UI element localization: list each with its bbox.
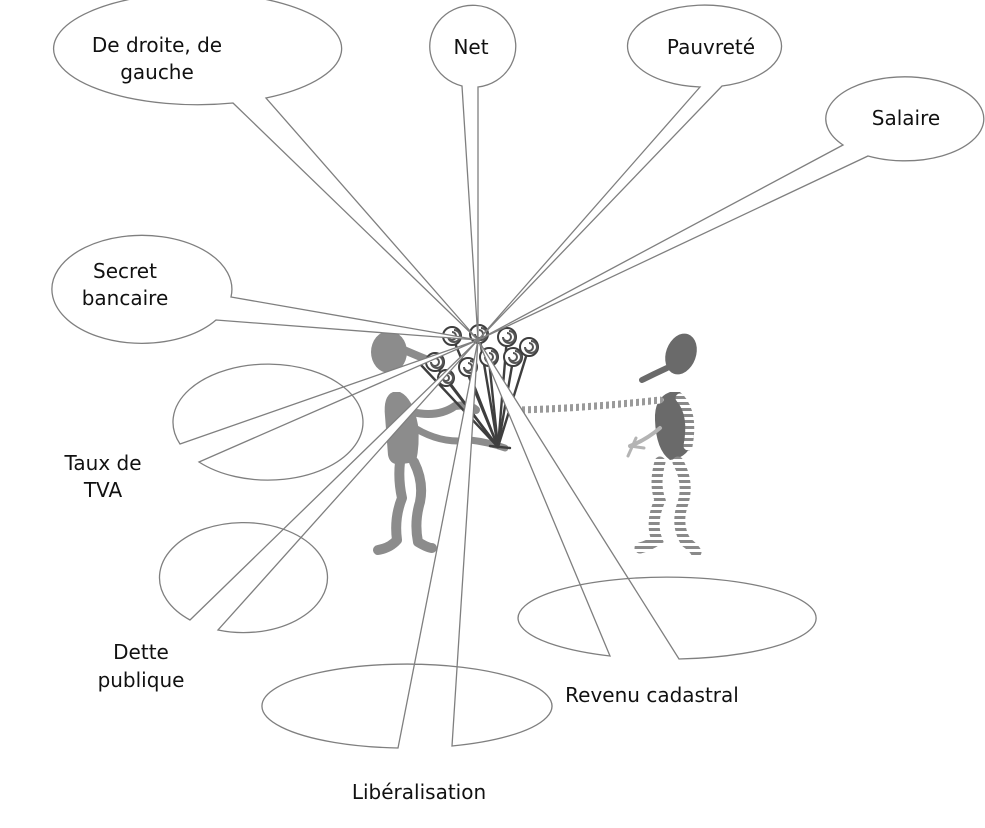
giver-right-leg: [409, 457, 437, 553]
bouquet-stem: [419, 363, 500, 449]
bubble-shape: [158, 339, 479, 634]
receiver-link: [516, 396, 664, 414]
bubble-label: De droite, de: [92, 33, 222, 57]
bubble-revenu-cadastral: Revenu cadastral: [477, 339, 817, 707]
flower: [519, 337, 539, 357]
receiver-hand: [626, 436, 646, 458]
bubble-label: Taux de: [63, 451, 141, 475]
bubble-shape: [477, 339, 817, 660]
bubble-label: Dette: [113, 640, 169, 664]
bubble-shape: [172, 339, 479, 481]
bubble-label: Pauvreté: [667, 35, 755, 59]
bubble-label: publique: [98, 668, 185, 692]
receiver-back-stripes: [675, 393, 695, 451]
giver-head: [371, 331, 407, 373]
flower: [503, 347, 523, 367]
bubble-label: Revenu cadastral: [565, 683, 739, 707]
bubble-shape: [51, 234, 479, 344]
bubble-shape: [261, 339, 553, 749]
receiver-figure: [516, 333, 702, 558]
receiver-head: [665, 333, 697, 375]
bubble-taux-de-tva: Taux de TVA: [63, 339, 479, 502]
bubble-label: Libéralisation: [352, 780, 486, 804]
bubble-liberalisation: Libéralisation: [261, 339, 553, 804]
bubble-dette-publique: Dette publique: [98, 339, 479, 692]
receiver-left-leg: [634, 456, 666, 554]
bubble-shape: [477, 76, 985, 341]
bubble-de-droite-de-gauche: De droite, de gauche: [52, 0, 479, 341]
bubble-label: TVA: [83, 478, 123, 502]
giver-left-leg: [373, 457, 407, 555]
bubble-label: Salaire: [872, 106, 940, 130]
bubble-shape: [52, 0, 479, 341]
bubble-label: gauche: [120, 60, 194, 84]
receiver-right-leg: [672, 456, 702, 558]
bubble-label: Secret: [93, 259, 157, 283]
bouquet-stem: [487, 358, 500, 449]
flower: [497, 327, 517, 347]
bubble-label: bancaire: [82, 286, 169, 310]
bubble-shape: [429, 4, 517, 341]
bouquet: [419, 324, 539, 450]
bouquet-base: [488, 444, 512, 450]
bubble-label: Net: [453, 35, 488, 59]
bubble-pauvrete: Pauvreté: [477, 4, 783, 341]
bubble-secret-bancaire: Secret bancaire: [51, 234, 479, 344]
bubble-salaire: Salaire: [477, 76, 985, 341]
receiver-nose: [639, 365, 670, 383]
bubble-net: Net: [429, 4, 517, 341]
bubble-shape: [477, 4, 783, 341]
